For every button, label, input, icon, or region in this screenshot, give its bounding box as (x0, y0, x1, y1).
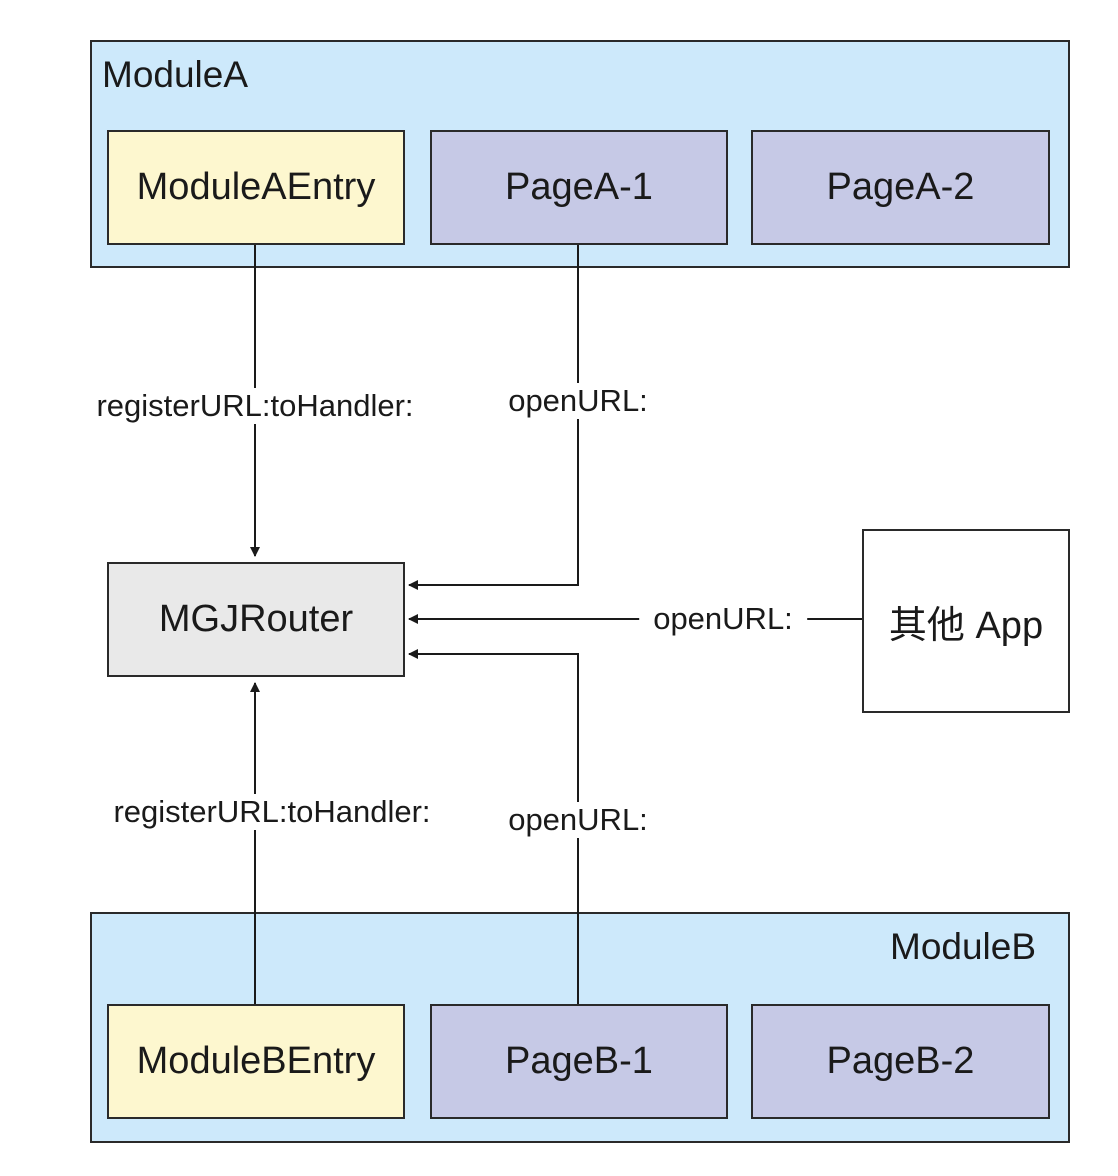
router-box: MGJRouter (107, 562, 405, 677)
page-a-2-box: PageA-2 (751, 130, 1050, 245)
module-a-open-line (408, 245, 579, 590)
page-b-1-box: PageB-1 (430, 1004, 728, 1119)
module-a-title: ModuleA (102, 54, 249, 95)
module-b-open-label: openURL: (506, 802, 650, 838)
external-open-label: openURL: (639, 601, 807, 637)
module-a-entry-box: ModuleAEntry (107, 130, 405, 245)
module-a-open-label: openURL: (506, 383, 650, 419)
page-b-2-box: PageB-2 (751, 1004, 1050, 1119)
page-a-1-box: PageA-1 (430, 130, 728, 245)
module-b-title: ModuleB (890, 926, 1037, 967)
module-b-entry-box: ModuleBEntry (107, 1004, 405, 1119)
module-a-register-label: registerURL:toHandler: (94, 388, 416, 424)
module-b-open-line (408, 649, 579, 1004)
external-app-box: 其他 App (862, 529, 1070, 713)
module-b-register-label: registerURL:toHandler: (111, 794, 433, 830)
